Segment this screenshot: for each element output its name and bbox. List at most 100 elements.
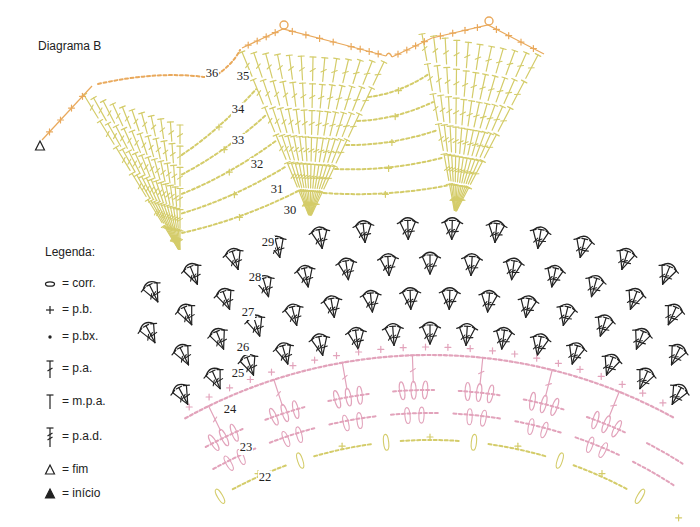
puff-stitch: [634, 488, 647, 504]
puff-stitch: [590, 411, 600, 430]
stitch-post: [480, 75, 485, 100]
stitch-top: [444, 67, 450, 69]
cross-stitch: [71, 105, 72, 111]
stitch-top: [148, 115, 154, 116]
stitch-post: [342, 363, 347, 390]
stitch-post: [486, 47, 491, 72]
stitch-slash: [156, 168, 160, 172]
row-number: 26: [236, 341, 251, 355]
stitch-top: [328, 298, 334, 299]
stitch-slash: [319, 345, 323, 349]
stitch-top: [641, 330, 647, 332]
stitch-slash: [128, 159, 131, 164]
stitch-slash: [328, 308, 331, 313]
stitch-top: [301, 109, 307, 111]
stitch-post: [336, 113, 343, 136]
stitch-post: [296, 110, 299, 134]
stitch-post: [283, 346, 288, 364]
puff-stitch: [600, 415, 612, 434]
shell-chain: [640, 368, 654, 376]
stitch-post: [462, 100, 464, 125]
stitch-slash: [191, 275, 192, 281]
stitch-slash: [323, 124, 328, 126]
cross-stitch: [601, 373, 602, 379]
stitch-post: [247, 357, 254, 375]
stitch-top: [214, 330, 220, 332]
shell-chain: [620, 248, 635, 255]
stitch-slash: [282, 120, 286, 124]
puff-stitch: [214, 488, 227, 504]
stitch-post: [254, 53, 262, 77]
cross-stitch: [425, 344, 426, 350]
stitch-top: [177, 167, 183, 168]
shell-chain: [464, 254, 479, 259]
stitch-post: [526, 302, 537, 318]
puff-stitch: [295, 426, 304, 443]
stitch-slash: [316, 239, 319, 244]
stitch-post: [484, 135, 496, 158]
stitch-slash: [292, 94, 297, 98]
stitch-post: [154, 324, 155, 343]
stitch-post: [308, 268, 312, 287]
stitch-slash: [540, 241, 546, 242]
stitch-post: [533, 337, 537, 356]
stitch-post: [164, 141, 167, 161]
stitch-top: [172, 186, 178, 188]
stitch-post: [294, 136, 299, 160]
stitch-post: [429, 255, 430, 274]
stitch-slash: [458, 141, 463, 144]
picot: [485, 17, 493, 25]
stitch-post: [455, 156, 457, 182]
stitch-post: [318, 111, 320, 135]
stitch-post: [372, 294, 378, 312]
stitch-slash: [358, 340, 364, 342]
stitch-top: [152, 159, 158, 161]
stitch-slash: [546, 384, 552, 386]
legend-text: = corr.: [62, 277, 96, 290]
cross-stitch: [248, 42, 249, 48]
stitch-slash: [304, 149, 309, 152]
stitch-post: [434, 36, 437, 62]
puff-stitch: [585, 436, 595, 453]
cross-stitch: [378, 51, 379, 57]
stitch-post: [305, 191, 310, 215]
stitch-top: [477, 102, 483, 103]
stitch-post: [306, 137, 307, 161]
stitch-post: [254, 318, 260, 336]
stitch-top: [325, 111, 331, 112]
stitch-top: [260, 79, 266, 81]
stitch-slash: [539, 348, 545, 350]
stitch-top: [447, 125, 453, 127]
stitch-post: [393, 326, 394, 345]
stitch-top: [167, 185, 173, 187]
stitch-post: [100, 121, 114, 144]
stitch-post: [304, 268, 308, 287]
stitch-slash: [178, 134, 183, 137]
puff-stitch: [555, 452, 565, 469]
legend-text: = p.bx.: [62, 330, 98, 343]
stitch-top: [167, 121, 173, 123]
stitch-top: [181, 306, 187, 308]
stitch-top: [177, 188, 183, 189]
stitch-top: [220, 291, 226, 293]
stitch-post: [482, 294, 488, 312]
stitch-top: [285, 108, 291, 109]
shell-chain: [674, 384, 688, 392]
chain-arc: [182, 89, 256, 155]
stitch-top: [346, 59, 352, 60]
stitch-slash: [257, 64, 261, 69]
stitch-post: [353, 60, 360, 83]
stitch-post: [455, 98, 457, 124]
stitch-top: [293, 109, 299, 111]
stitch-slash: [134, 119, 138, 124]
stitch-top: [120, 148, 125, 151]
shell-chain: [363, 290, 378, 295]
stitch-slash: [264, 286, 268, 290]
stitch-top: [309, 137, 315, 138]
puff-stitch: [549, 398, 560, 417]
stitch-top: [244, 356, 250, 358]
stitch-slash: [322, 346, 328, 348]
stitch-top: [538, 336, 544, 337]
stitch-slash: [195, 274, 200, 277]
stitch-top: [164, 162, 170, 164]
